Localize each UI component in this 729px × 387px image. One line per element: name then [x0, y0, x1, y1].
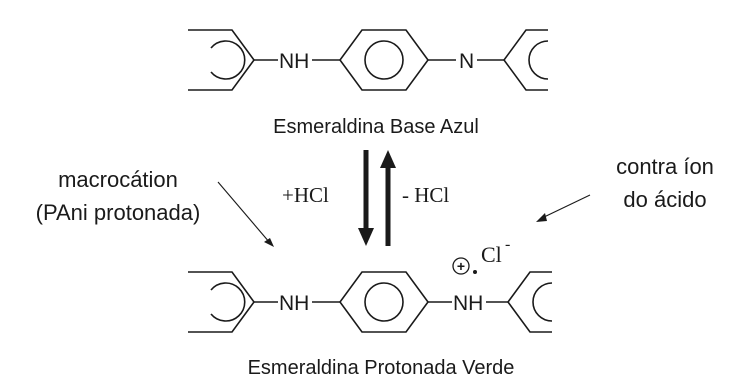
- top-structure: NH N Esmeraldina Base Azul: [188, 29, 549, 138]
- reverse-label: - HCl: [402, 183, 449, 207]
- reaction-arrows: +HCl - HCl: [282, 150, 449, 246]
- macrocation-line1: macrocátion: [58, 167, 178, 192]
- counterion-line1: contra íon: [616, 154, 714, 179]
- forward-label: +HCl: [282, 183, 329, 207]
- macrocation-pointer-line: [217, 181, 271, 244]
- counterion-annotation: contra íon do ácido: [536, 154, 714, 222]
- bottom-caption: Esmeraldina Protonada Verde: [248, 357, 515, 379]
- top-right-ring: [503, 29, 549, 91]
- bottom-left-ring: [188, 271, 255, 333]
- top-nh-label: NH: [279, 50, 309, 73]
- charge-symbol: +: [457, 258, 465, 274]
- top-center-ring: [339, 29, 429, 91]
- top-n-label: N: [459, 50, 474, 73]
- top-left-ring: [188, 29, 255, 91]
- bottom-right-ring: [507, 271, 553, 333]
- top-caption: Esmeraldina Base Azul: [273, 116, 479, 138]
- forward-arrow-down: [358, 150, 374, 246]
- bottom-nh-left-label: NH: [279, 292, 309, 315]
- macrocation-annotation: macrocátion (PAni protonada): [36, 167, 274, 247]
- macrocation-pointer-head: [264, 238, 274, 247]
- bottom-structure: NH NH + Cl - Esmeraldina Protonada Verde: [188, 236, 553, 379]
- counter-ion-charge: -: [505, 236, 510, 253]
- positive-charge-marker: +: [452, 257, 470, 275]
- macrocation-line2: (PAni protonada): [36, 200, 201, 225]
- bottom-center-ring: [339, 271, 429, 333]
- bottom-nh-right-label: NH: [453, 292, 483, 315]
- ionic-dot: [473, 270, 477, 274]
- counterion-pointer-head: [536, 213, 547, 222]
- reverse-arrow-up: [380, 150, 396, 246]
- counter-ion-label: Cl: [481, 242, 502, 267]
- counterion-pointer-line: [541, 194, 591, 219]
- counterion-line2: do ácido: [623, 187, 706, 212]
